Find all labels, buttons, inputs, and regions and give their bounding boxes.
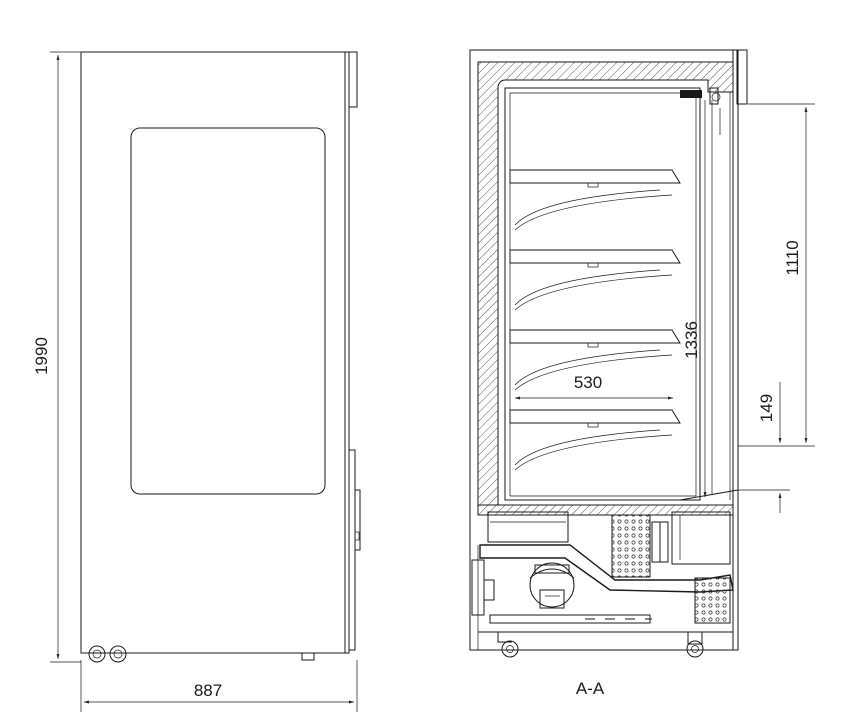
front-foot bbox=[301, 652, 315, 661]
compressor bbox=[529, 562, 575, 609]
lower-height-label: 149 bbox=[757, 394, 776, 422]
glass-height-dimension: 1336 bbox=[682, 100, 707, 497]
section-wheels bbox=[497, 631, 704, 658]
shelf-depth-dimension: 530 bbox=[515, 373, 673, 400]
shelf-depth-label: 530 bbox=[574, 373, 602, 392]
insulation-back-top bbox=[477, 61, 734, 506]
section-label: A-A bbox=[576, 679, 605, 698]
overall-height-label: 1990 bbox=[32, 337, 51, 375]
section-outer-frame bbox=[469, 49, 739, 651]
top-light bbox=[680, 90, 702, 98]
machine-compartment bbox=[471, 511, 734, 650]
overall-height-dimension: 1990 bbox=[32, 51, 81, 663]
section-view: 530 1336 bbox=[469, 49, 815, 698]
overall-width-dimension: 887 bbox=[80, 660, 358, 712]
insulation-bottom bbox=[477, 504, 734, 516]
shelf-1 bbox=[509, 169, 681, 231]
shelf-4 bbox=[509, 409, 681, 471]
upper-height-dimension: 1110 bbox=[738, 103, 815, 447]
evaporator-coil bbox=[611, 514, 651, 578]
upper-height-label: 1110 bbox=[783, 240, 802, 275]
overall-width-label: 887 bbox=[194, 681, 222, 700]
lower-height-dimension: 149 bbox=[738, 382, 790, 513]
glass-height-label: 1336 bbox=[682, 321, 701, 359]
condenser-coil bbox=[694, 577, 731, 624]
front-view: 1990 887 bbox=[32, 51, 361, 712]
top-trim bbox=[348, 51, 358, 108]
front-wheels bbox=[88, 645, 127, 663]
side-panel bbox=[348, 449, 356, 651]
shelf-2 bbox=[509, 249, 681, 311]
shelf-3 bbox=[509, 329, 681, 391]
cabinet-body bbox=[80, 51, 350, 654]
glass-window bbox=[130, 127, 326, 495]
